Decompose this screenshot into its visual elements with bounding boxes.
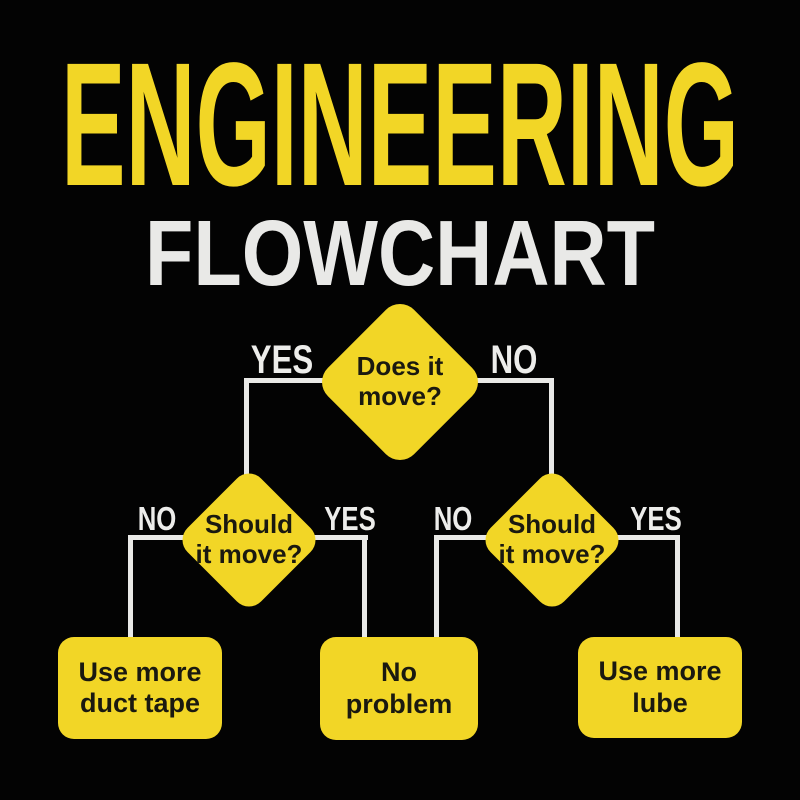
action-no-problem: No problem [320,637,478,740]
edge-label-left-no: NO [137,500,177,537]
connector-left-yes-vertical [362,535,367,690]
action-no-problem-label: No problem [345,657,453,719]
action-use-more-lube: Use more lube [578,637,742,738]
edge-label-right-no: NO [433,500,473,537]
decision-should-it-move-right-label: Should it move? [498,509,606,569]
subtitle: FLOWCHART [145,201,655,300]
edge-label-right-yes: YES [630,500,682,537]
edge-label-top-yes: YES [250,338,314,382]
action-use-more-duct-tape: Use more duct tape [58,637,222,739]
connector-left-no-vertical [128,535,133,690]
connector-top-no-vertical [549,378,554,542]
connector-right-yes-vertical [675,535,680,690]
main-title: ENGINEERING [61,26,739,223]
connector-top-yes-vertical [244,378,249,542]
edge-label-top-no: NO [490,338,538,382]
decision-does-it-move-label: Does it move? [356,351,444,411]
header: ENGINEERING FLOWCHART [61,26,739,300]
edge-label-left-yes: YES [324,500,376,537]
connector-right-no-vertical [434,535,439,690]
action-use-more-lube-label: Use more lube [598,656,722,718]
action-use-more-duct-tape-label: Use more duct tape [78,656,202,718]
decision-should-it-move-left-label: Should it move? [195,509,303,569]
